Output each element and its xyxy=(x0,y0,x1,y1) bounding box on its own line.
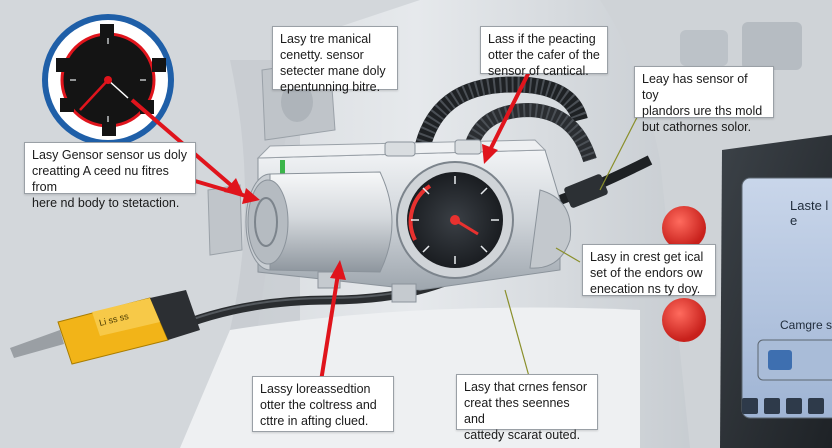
probe-tool xyxy=(10,290,200,365)
callout-bottom-right: Lasy that crnes fensor creat thes seenne… xyxy=(456,374,598,442)
gauge-inset xyxy=(42,14,174,146)
housing-foot xyxy=(391,283,417,303)
callout-text: Lasy that crnes fensor creat thes seenne… xyxy=(464,380,587,442)
gauge-hub xyxy=(450,215,460,225)
cylinder-ring xyxy=(254,197,278,247)
connector xyxy=(564,174,608,208)
callout-text: Lassy loreassedtion otter the coltress a… xyxy=(260,382,377,428)
callout-bottom-center: Lassy loreassedtion otter the coltress a… xyxy=(252,376,394,432)
callout-right-upper: Leay has sensor of toy plandors ure ths … xyxy=(634,66,774,134)
vent-slot xyxy=(742,22,802,70)
callout-top-right: Lass if the peacting otter the cafer of … xyxy=(480,26,608,78)
housing-cap xyxy=(454,139,482,155)
vent-slot xyxy=(680,30,728,66)
housing-cap xyxy=(384,141,416,157)
callout-text: Lass if the peacting otter the cafer of … xyxy=(488,32,600,78)
hose-ribs xyxy=(412,76,588,162)
device-screen-title: Laste l e xyxy=(790,198,829,228)
red-button xyxy=(662,206,706,250)
gauge-ticks xyxy=(411,176,499,264)
callout-left: Lasy Gensor sensor us doly creatting A c… xyxy=(24,142,196,210)
device-screen-label: Camgre s xyxy=(780,318,832,332)
callout-text: Lasy in crest get ical set of the endors… xyxy=(590,250,704,296)
side-fitting xyxy=(529,189,572,269)
mount-bracket xyxy=(207,184,243,256)
sensor-cylinder xyxy=(269,171,393,273)
callout-text: Lasy tre manical cenetty. sensor setecte… xyxy=(280,32,386,94)
callout-right-middle: Lasy in crest get ical set of the endors… xyxy=(582,244,716,296)
callout-text: Leay has sensor of toy plandors ure ths … xyxy=(642,72,763,134)
diagnostic-device xyxy=(720,135,832,448)
callout-top-center: Lasy tre manical cenetty. sensor setecte… xyxy=(272,26,398,94)
mount-hole xyxy=(281,82,313,122)
callout-text: Lasy Gensor sensor us doly creatting A c… xyxy=(32,148,187,210)
red-button xyxy=(662,298,706,342)
status-light xyxy=(280,160,285,174)
hose-ribs xyxy=(463,102,597,163)
cylinder-face xyxy=(247,179,289,265)
